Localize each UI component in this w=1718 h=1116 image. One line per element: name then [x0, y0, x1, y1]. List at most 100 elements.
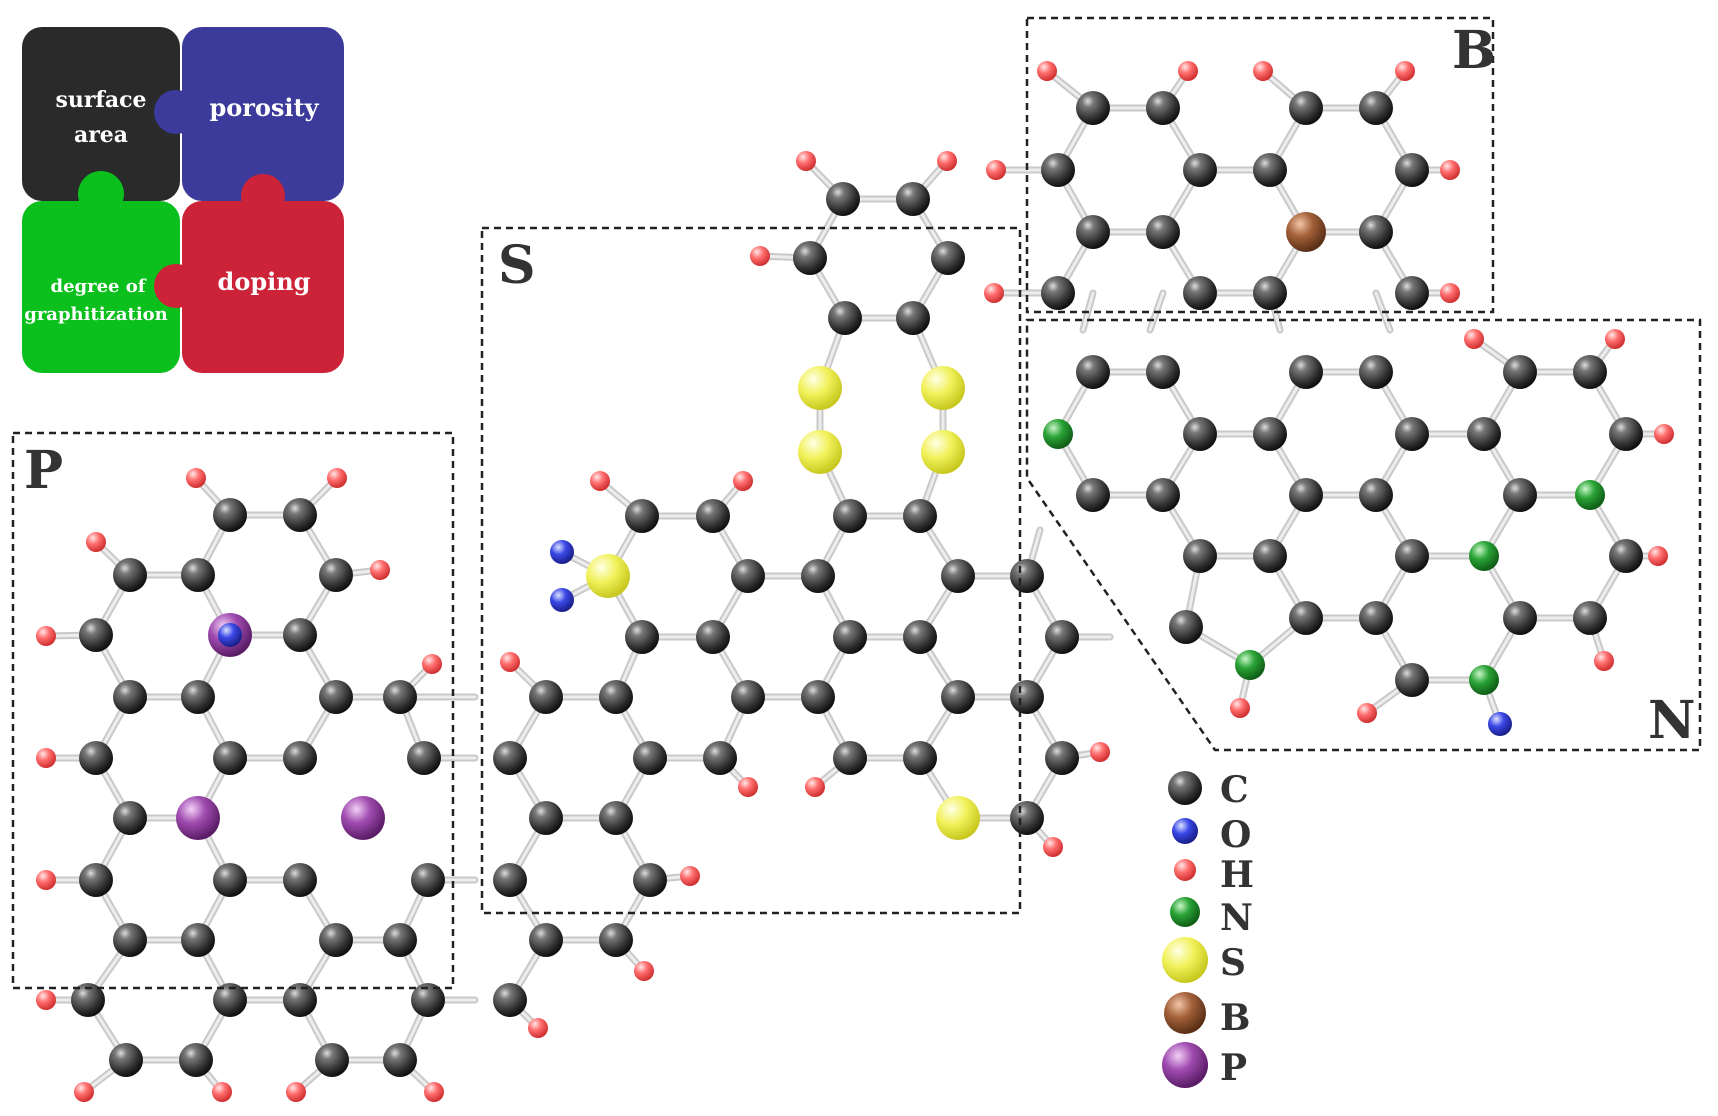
- atom-h: [1648, 546, 1668, 566]
- atom-c: [1359, 478, 1393, 512]
- atom-c: [625, 499, 659, 533]
- atom-c: [1395, 663, 1429, 697]
- atom-c: [319, 923, 353, 957]
- piece-label-degree-of: degree of: [50, 276, 146, 297]
- atom-c: [793, 241, 827, 275]
- atom-c: [1010, 680, 1044, 714]
- region-box-b: [1025, 16, 1495, 314]
- atom-h: [1043, 837, 1063, 857]
- atom-c: [411, 983, 445, 1017]
- atom-h: [1253, 61, 1273, 81]
- atom-n: [1043, 419, 1073, 449]
- atom-h: [74, 1082, 94, 1102]
- atom-c: [1253, 153, 1287, 187]
- region-label-p: P: [24, 440, 63, 501]
- atom-c: [599, 680, 633, 714]
- atom-c: [1503, 355, 1537, 389]
- legend-item-h: H: [1174, 854, 1254, 896]
- atom-h: [986, 160, 1006, 180]
- atom-h: [984, 283, 1004, 303]
- atom-c: [1010, 559, 1044, 593]
- region-boxes: [11, 16, 1702, 990]
- atom-h: [286, 1082, 306, 1102]
- puzzle: surface area porosity degree of graphiti…: [22, 27, 344, 373]
- atom-c: [1609, 417, 1643, 451]
- atom-c: [181, 923, 215, 957]
- atom-c: [79, 863, 113, 897]
- atom-c: [179, 1043, 213, 1077]
- atom-c: [833, 741, 867, 775]
- atom-c: [625, 620, 659, 654]
- atom-h: [738, 777, 758, 797]
- legend: C O H N S B P: [1162, 769, 1254, 1089]
- puzzle-piece-degree-of-graphitization: degree of graphitization: [22, 171, 180, 373]
- atom-h: [212, 1082, 232, 1102]
- atom-h: [1395, 61, 1415, 81]
- atom-c: [283, 983, 317, 1017]
- atom-h: [1464, 329, 1484, 349]
- atom-c: [1146, 91, 1180, 125]
- atom-n: [1469, 665, 1499, 695]
- atom-c: [1045, 620, 1079, 654]
- atom-h: [424, 1082, 444, 1102]
- atom-c: [1359, 91, 1393, 125]
- atom-h: [186, 468, 206, 488]
- atom-h: [528, 1018, 548, 1038]
- atom-o: [550, 588, 574, 612]
- atom-o: [1488, 712, 1512, 736]
- atom-s: [921, 366, 965, 410]
- atom-c: [181, 558, 215, 592]
- atom-c: [113, 801, 147, 835]
- atom-c: [283, 498, 317, 532]
- atom-c: [315, 1043, 349, 1077]
- atom-c: [1395, 539, 1429, 573]
- atom-c: [283, 618, 317, 652]
- atom-h: [1037, 61, 1057, 81]
- atom-c: [213, 741, 247, 775]
- puzzle-piece-surface-area: surface area: [22, 27, 180, 201]
- legend-label-s: S: [1220, 942, 1246, 984]
- atom-c: [896, 301, 930, 335]
- atom-c: [383, 1043, 417, 1077]
- atom-c: [903, 499, 937, 533]
- piece-label-area: area: [74, 122, 128, 148]
- region-box-p: [11, 431, 455, 990]
- atom-c: [1253, 539, 1287, 573]
- atom-n: [1469, 541, 1499, 571]
- atom-c: [319, 558, 353, 592]
- atom-c: [213, 983, 247, 1017]
- atom-c: [1146, 478, 1180, 512]
- atom-c: [213, 863, 247, 897]
- atom-s: [798, 430, 842, 474]
- atom-h: [370, 560, 390, 580]
- legend-item-b: B: [1164, 992, 1250, 1039]
- legend-label-p: P: [1220, 1047, 1247, 1089]
- atom-p: [341, 796, 385, 840]
- atom-c: [1146, 215, 1180, 249]
- atom-h: [1090, 742, 1110, 762]
- atom-c: [113, 680, 147, 714]
- atom-p: [176, 796, 220, 840]
- atom-c: [941, 559, 975, 593]
- atom-c: [407, 741, 441, 775]
- atom-c: [1183, 153, 1217, 187]
- atom-c: [828, 301, 862, 335]
- atom-h: [937, 151, 957, 171]
- atom-c: [529, 680, 563, 714]
- legend-item-p: P: [1162, 1042, 1247, 1089]
- legend-label-h: H: [1220, 854, 1254, 896]
- atom-h: [36, 748, 56, 768]
- atom-h: [733, 471, 753, 491]
- piece-label-porosity: porosity: [209, 93, 319, 122]
- legend-label-c: C: [1220, 769, 1249, 811]
- atom-c: [599, 923, 633, 957]
- atom-h: [805, 777, 825, 797]
- legend-swatch-h: [1174, 859, 1196, 881]
- legend-swatch-o: [1172, 818, 1198, 844]
- atom-c: [529, 801, 563, 835]
- atom-h: [1594, 651, 1614, 671]
- atom-c: [411, 863, 445, 897]
- atom-h: [36, 990, 56, 1010]
- atom-c: [826, 182, 860, 216]
